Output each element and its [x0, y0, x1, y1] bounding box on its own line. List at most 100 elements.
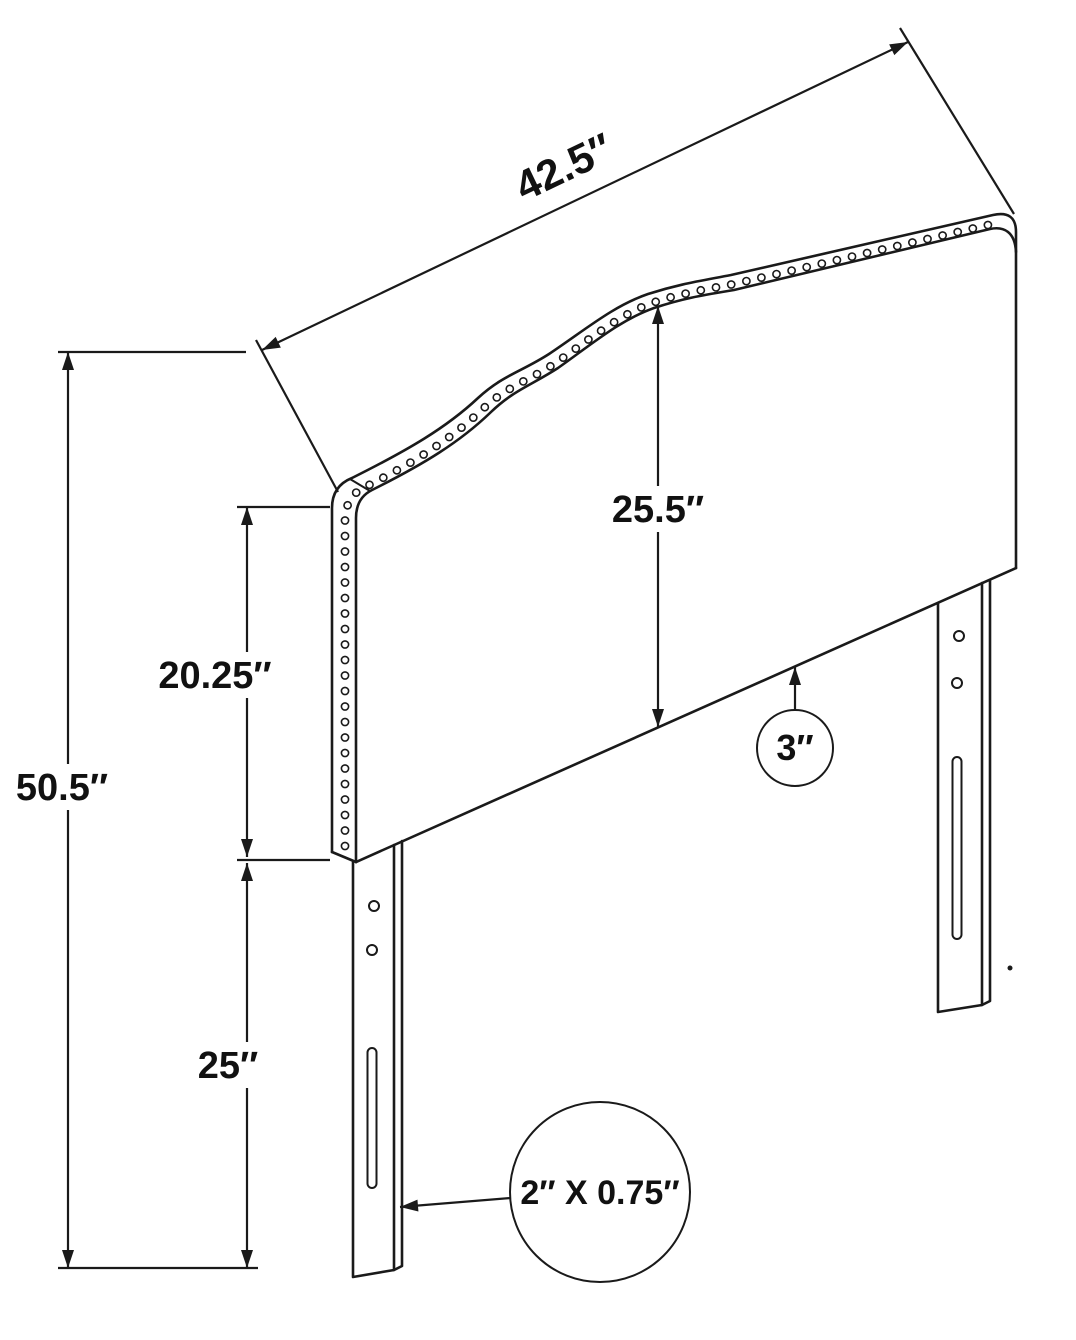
nailhead-stud — [340, 702, 350, 711]
callout-leg-section: 2″ X 0.75″ — [399, 1101, 691, 1283]
nailhead-stud — [546, 361, 555, 371]
dim-overall-width-witness-right — [899, 27, 1015, 215]
nailhead-stud — [802, 262, 812, 272]
dim-leg-height-label-bg — [194, 1042, 262, 1088]
dim-center-height: 25.5″ — [604, 306, 712, 727]
nailhead-stud — [877, 245, 887, 254]
nailhead-stud — [636, 302, 646, 312]
nailhead-stud — [340, 779, 350, 789]
right-leg-bolt-hole-top — [953, 630, 965, 642]
nailhead-stud — [518, 376, 528, 386]
nailhead-stud — [923, 234, 932, 244]
nailhead-stud — [681, 289, 690, 298]
callout-thickness-label: 3″ — [776, 727, 813, 768]
nailhead-stud — [340, 547, 350, 556]
nailhead-stud — [340, 826, 350, 835]
nailhead-stud — [340, 841, 350, 851]
nailhead-stud — [340, 562, 350, 572]
nailhead-stud — [651, 297, 661, 307]
nailhead-guide-path — [345, 224, 992, 850]
nailhead-stud — [340, 516, 350, 525]
right-leg-bolt-hole-bottom — [951, 677, 963, 689]
dim-overall-height-label-bg — [10, 764, 116, 810]
nailhead-stud — [832, 255, 842, 265]
nailhead-stud — [983, 220, 993, 230]
nailhead-stud — [378, 473, 388, 483]
dim-overall-width: 42.5″ — [255, 27, 1015, 493]
callout-leg-section-circle — [509, 1101, 691, 1283]
nailhead-stud — [340, 764, 350, 773]
left-leg-bolt-hole-bottom — [366, 944, 378, 956]
nailhead-stud — [787, 266, 796, 275]
nailhead-stud — [340, 655, 350, 665]
dim-leg-height-label: 25″ — [198, 1045, 258, 1087]
nailhead-stud — [392, 465, 402, 475]
headboard-inner-contour — [354, 227, 1018, 864]
nailhead-stud — [711, 282, 721, 292]
nailhead-stud — [340, 578, 350, 587]
nailhead-stud — [532, 369, 542, 379]
nailhead-stud — [623, 309, 632, 319]
nailhead-stud — [696, 285, 706, 295]
nailhead-stud — [432, 441, 441, 451]
nailhead-stud — [757, 273, 766, 282]
nailhead-stud — [584, 335, 593, 344]
nailhead-stud — [468, 413, 478, 422]
dim-panel-height-label: 20.25″ — [158, 655, 271, 697]
dim-leg-height: 25″ — [194, 863, 262, 1268]
nailhead-stud — [340, 640, 350, 649]
nailhead-stud — [847, 252, 857, 261]
right-leg-back-edge — [980, 578, 992, 1007]
dim-overall-width-label: 42.5″ — [508, 124, 620, 210]
dim-overall-width-witness-left — [255, 339, 339, 493]
left-leg-bolt-hole-top — [368, 900, 380, 912]
nailhead-stud — [444, 432, 454, 442]
left-leg-slot — [366, 1047, 378, 1189]
callout-leg-section-label: 2″ X 0.75″ — [520, 1174, 679, 1212]
dim-overall-height-label: 50.5″ — [16, 767, 108, 809]
nailhead-stud — [351, 488, 361, 497]
nailhead-stud — [596, 326, 606, 336]
nailhead-stud — [340, 733, 350, 742]
nailhead-stud — [340, 717, 350, 727]
stray-dot — [1007, 965, 1013, 971]
left-leg-outline — [351, 843, 396, 1279]
nailhead-stud — [419, 450, 428, 459]
headboard-body — [330, 212, 1018, 864]
nailhead-stud — [340, 671, 350, 680]
headboard-side-bottom-edge — [330, 850, 358, 864]
callout-thickness-circle — [756, 709, 834, 787]
right-leg — [936, 578, 1013, 1014]
headboard-corner-seam — [349, 478, 371, 492]
nailhead-stud — [892, 241, 902, 251]
dim-overall-width-line — [261, 41, 909, 351]
left-leg — [351, 839, 404, 1279]
nailhead-stud — [340, 686, 350, 696]
nailhead-stud — [340, 748, 350, 758]
nailhead-stud — [340, 531, 350, 541]
nailhead-stud — [742, 276, 751, 286]
nailhead-stud — [340, 624, 350, 634]
nailhead-stud — [480, 402, 490, 412]
dim-center-height-label: 25.5″ — [612, 489, 704, 531]
nailhead-stud — [340, 593, 350, 603]
headboard-outer-contour — [330, 212, 1018, 854]
nailhead-stud — [666, 292, 675, 302]
nailhead-stud — [492, 392, 502, 402]
nailhead-stud — [457, 423, 466, 432]
nailhead-stud — [968, 224, 978, 233]
nailhead-stud — [343, 500, 352, 510]
nailhead-stud — [571, 344, 581, 353]
dim-panel-height-label-bg — [148, 652, 282, 698]
nailhead-stud — [938, 231, 947, 240]
nailhead-trim — [340, 220, 993, 851]
callout-leg-section-arrow — [399, 1196, 512, 1212]
left-leg-back-edge — [392, 839, 404, 1272]
nailhead-stud — [953, 227, 963, 237]
nailhead-stud — [862, 248, 872, 258]
right-leg-slot — [951, 756, 963, 940]
nailhead-stud — [609, 317, 619, 327]
nailhead-stud — [726, 280, 736, 289]
